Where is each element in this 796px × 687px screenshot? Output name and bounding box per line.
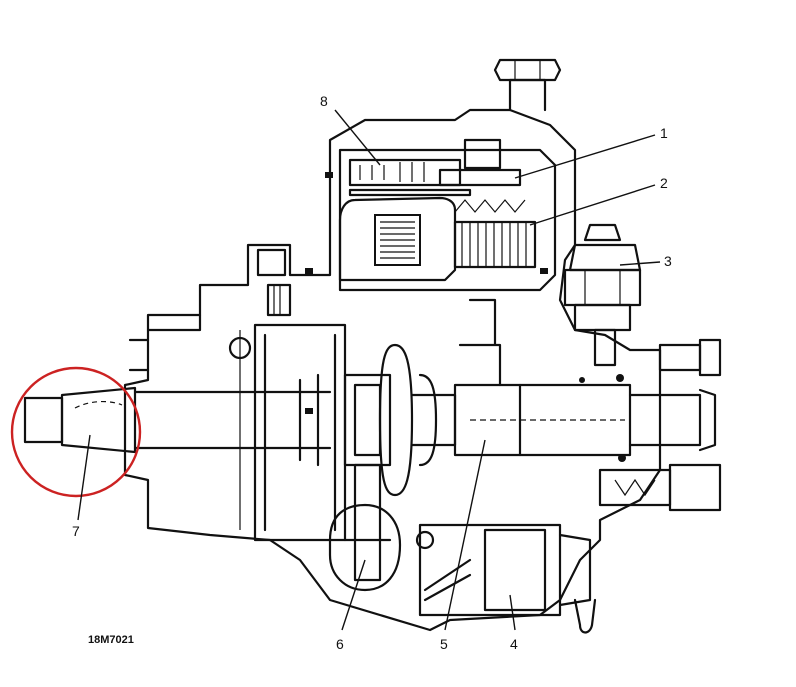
outlet-fittings xyxy=(579,338,722,512)
pump-housing xyxy=(123,108,662,632)
solenoid-coil xyxy=(453,220,537,269)
callout-1: 1 xyxy=(660,125,668,141)
highlight-ring xyxy=(10,366,142,498)
timing-advance-unit xyxy=(418,523,597,634)
callout-7: 7 xyxy=(72,523,80,539)
callout-3: 3 xyxy=(664,253,672,269)
callout-6: 6 xyxy=(336,636,344,652)
governor-drive xyxy=(328,463,402,592)
figure-code: 18M7021 xyxy=(88,634,134,646)
distributor-plunger xyxy=(453,298,717,457)
callout-5: 5 xyxy=(440,636,448,652)
drive-shaft xyxy=(23,373,332,467)
fuel-inlet-fitting xyxy=(563,223,642,367)
cam-plate-assembly xyxy=(343,343,457,497)
callout-2: 2 xyxy=(660,175,668,191)
callout-8: 8 xyxy=(320,93,328,109)
leader-lines xyxy=(77,109,661,631)
callout-4: 4 xyxy=(510,636,518,652)
governor-assembly xyxy=(338,58,562,292)
housing-bolts xyxy=(228,172,548,550)
